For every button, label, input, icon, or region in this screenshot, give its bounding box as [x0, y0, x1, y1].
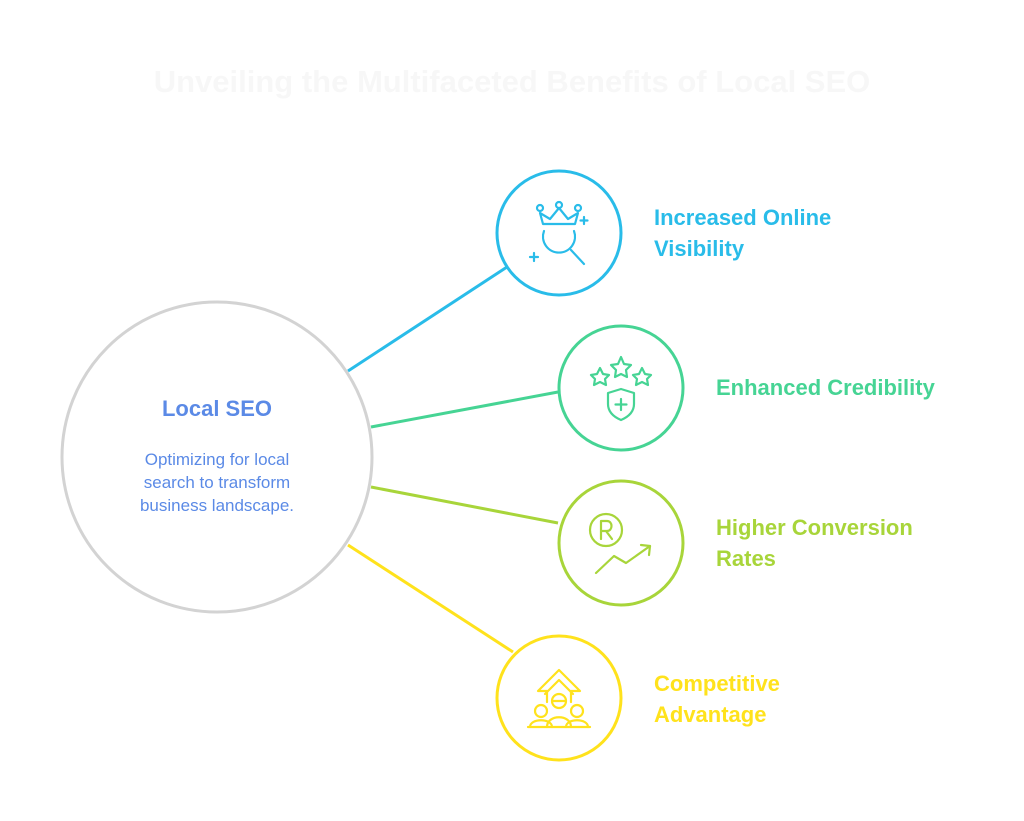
crown-search-icon [528, 200, 589, 266]
benefit-label-line: Rates [716, 546, 776, 571]
team-arrow-up-icon [526, 668, 592, 729]
center-description-line: Optimizing for local [144, 450, 290, 469]
rupee-growth-icon [588, 512, 652, 575]
connector-conversion [370, 485, 559, 525]
node-visibility-circle [495, 169, 623, 297]
connector-advantage [347, 543, 514, 654]
connector-credibility [370, 390, 559, 429]
benefit-label-visibility: Increased Online Visibility [654, 202, 904, 264]
node-conversion-circle [557, 479, 685, 607]
stars-shield-icon [589, 355, 653, 422]
benefit-label-line: Visibility [654, 236, 745, 261]
benefit-label-advantage: Competitive Advantage [654, 668, 854, 730]
center-title: Local SEO [161, 396, 273, 421]
center-description-line: business landscape. [139, 496, 295, 515]
connector-visibility [347, 265, 508, 373]
center-description-line: search to transform [143, 473, 291, 492]
node-advantage-circle [495, 634, 623, 762]
benefit-label-line: Higher Conversion [716, 515, 913, 540]
benefit-label-credibility: Enhanced Credibility [716, 372, 986, 403]
benefit-label-line: Increased Online [654, 205, 832, 230]
benefit-label-line: Enhanced Credibility [716, 375, 935, 400]
benefit-label-conversion: Higher Conversion Rates [716, 512, 966, 574]
diagram-title: Unveiling the Multifaceted Benefits of L… [153, 64, 871, 99]
center-hub-circle [60, 300, 374, 614]
center-description: Optimizing for local search to transform… [107, 448, 327, 517]
benefit-label-line: Competitive [654, 671, 780, 696]
benefit-label-line: Advantage [654, 702, 767, 727]
